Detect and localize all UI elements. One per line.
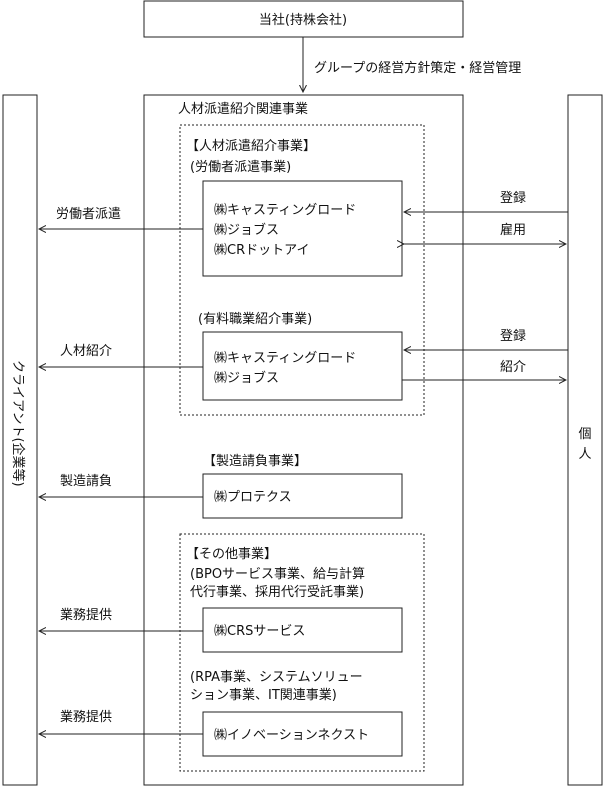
bpo-subheading: (BPOサービス事業、給与計算 <box>190 566 365 582</box>
individual-label-char-1: 個 <box>578 427 591 442</box>
dispatch-employment-label: 雇用 <box>500 222 526 238</box>
placement-company: ㈱キャスティングロード <box>214 351 356 366</box>
bpo-client-flow-label: 業務提供 <box>60 607 112 623</box>
dispatch-company: ㈱CRドットアイ <box>214 243 309 258</box>
placement-registration-label: 登録 <box>500 329 526 344</box>
rpa-subheading: ション事業、IT関連事業) <box>190 687 337 703</box>
manufacturing-heading: 【製造請負事業】 <box>203 453 307 469</box>
policy-label: グループの経営方針策定・経営管理 <box>314 60 521 76</box>
holding-company-node: 当社(持株会社) <box>143 0 464 38</box>
manufacturing-company-box: ㈱プロテクス <box>202 473 403 519</box>
dispatch-company: ㈱キャスティングロード <box>214 203 356 218</box>
individual-node: 個 人 <box>567 94 603 786</box>
other-heading: 【その他事業】 <box>186 546 277 562</box>
dispatch-client-flow-label: 労働者派遣 <box>56 207 121 222</box>
rpa-company: ㈱イノベーションネクスト <box>214 728 369 743</box>
client-node: クライアント(企業等) <box>2 94 38 786</box>
individual-label-char-2: 人 <box>578 447 591 462</box>
placement-introduction-label: 紹介 <box>500 360 526 375</box>
rpa-company-box: ㈱イノベーションネクスト <box>202 711 403 757</box>
staffing-section-border <box>179 124 425 416</box>
rpa-client-flow-label: 業務提供 <box>60 709 112 725</box>
bpo-company: ㈱CRSサービス <box>214 624 305 639</box>
placement-client-flow-label: 人材紹介 <box>60 344 112 359</box>
other-section-border <box>179 533 425 772</box>
rpa-subheading: (RPA事業、システムソリュー <box>190 669 363 685</box>
bpo-company-box: ㈱CRSサービス <box>202 607 403 653</box>
dispatch-subheading: (労働者派遣事業) <box>190 159 291 175</box>
dispatch-companies-box: ㈱キャスティングロード ㈱ジョブス ㈱CRドットアイ <box>202 180 403 277</box>
placement-subheading: (有料職業紹介事業) <box>198 311 312 327</box>
placement-companies-box: ㈱キャスティングロード ㈱ジョブス <box>202 331 403 401</box>
dispatch-registration-label: 登録 <box>500 191 526 206</box>
staffing-heading: 【人材派遣紹介事業】 <box>186 138 316 154</box>
client-label: クライアント(企業等) <box>10 360 26 487</box>
manufacturing-client-flow-label: 製造請負 <box>60 474 112 489</box>
placement-company: ㈱ジョブス <box>214 370 279 386</box>
holding-company-label: 当社(持株会社) <box>259 12 347 28</box>
bpo-subheading: 代行事業、採用代行受託事業) <box>190 584 364 600</box>
manufacturing-company: ㈱プロテクス <box>214 490 292 505</box>
main-business-title: 人材派遣紹介関連事業 <box>178 101 308 117</box>
dispatch-company: ㈱ジョブス <box>214 222 279 238</box>
